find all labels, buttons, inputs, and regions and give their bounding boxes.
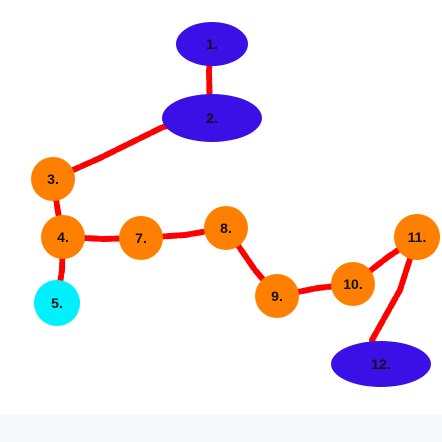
node-3-label: 3. [47, 171, 59, 187]
node-12-label: 12. [371, 356, 390, 372]
node-4: 4. [41, 215, 85, 259]
node-10-label: 10. [343, 276, 362, 292]
node-5: 5. [34, 280, 80, 326]
node-9: 9. [255, 274, 299, 318]
node-8-circle [204, 206, 248, 250]
node-4-label: 4. [57, 229, 69, 245]
node-2-label: 2. [206, 110, 218, 126]
node-11: 11. [394, 214, 440, 260]
footer-band [0, 414, 442, 442]
node-10: 10. [331, 262, 375, 306]
node-9-label: 9. [271, 288, 283, 304]
node-7: 7. [119, 216, 163, 260]
node-1: 1. [176, 22, 248, 66]
node-5-circle [34, 280, 80, 326]
node-3-circle [31, 157, 75, 201]
node-8: 8. [204, 206, 248, 250]
node-3: 3. [31, 157, 75, 201]
nodes-layer: 1. 2. 3. 4. 5. 7. 8. 9. 10. 11. 12. [31, 22, 440, 387]
node-12-ellipse [331, 341, 431, 387]
node-11-label: 11. [408, 229, 427, 245]
node-4-circle [41, 215, 85, 259]
node-7-circle [119, 216, 163, 260]
node-2: 2. [162, 94, 262, 142]
node-7-label: 7. [135, 230, 147, 246]
node-10-circle [331, 262, 375, 306]
node-1-label: 1. [206, 36, 218, 52]
node-11-circle [394, 214, 440, 260]
node-1-ellipse [176, 22, 248, 66]
node-8-label: 8. [220, 220, 232, 236]
node-12: 12. [331, 341, 431, 387]
node-9-circle [255, 274, 299, 318]
node-2-ellipse [162, 94, 262, 142]
node-5-label: 5. [51, 295, 63, 311]
edges-layer [50, 41, 420, 367]
